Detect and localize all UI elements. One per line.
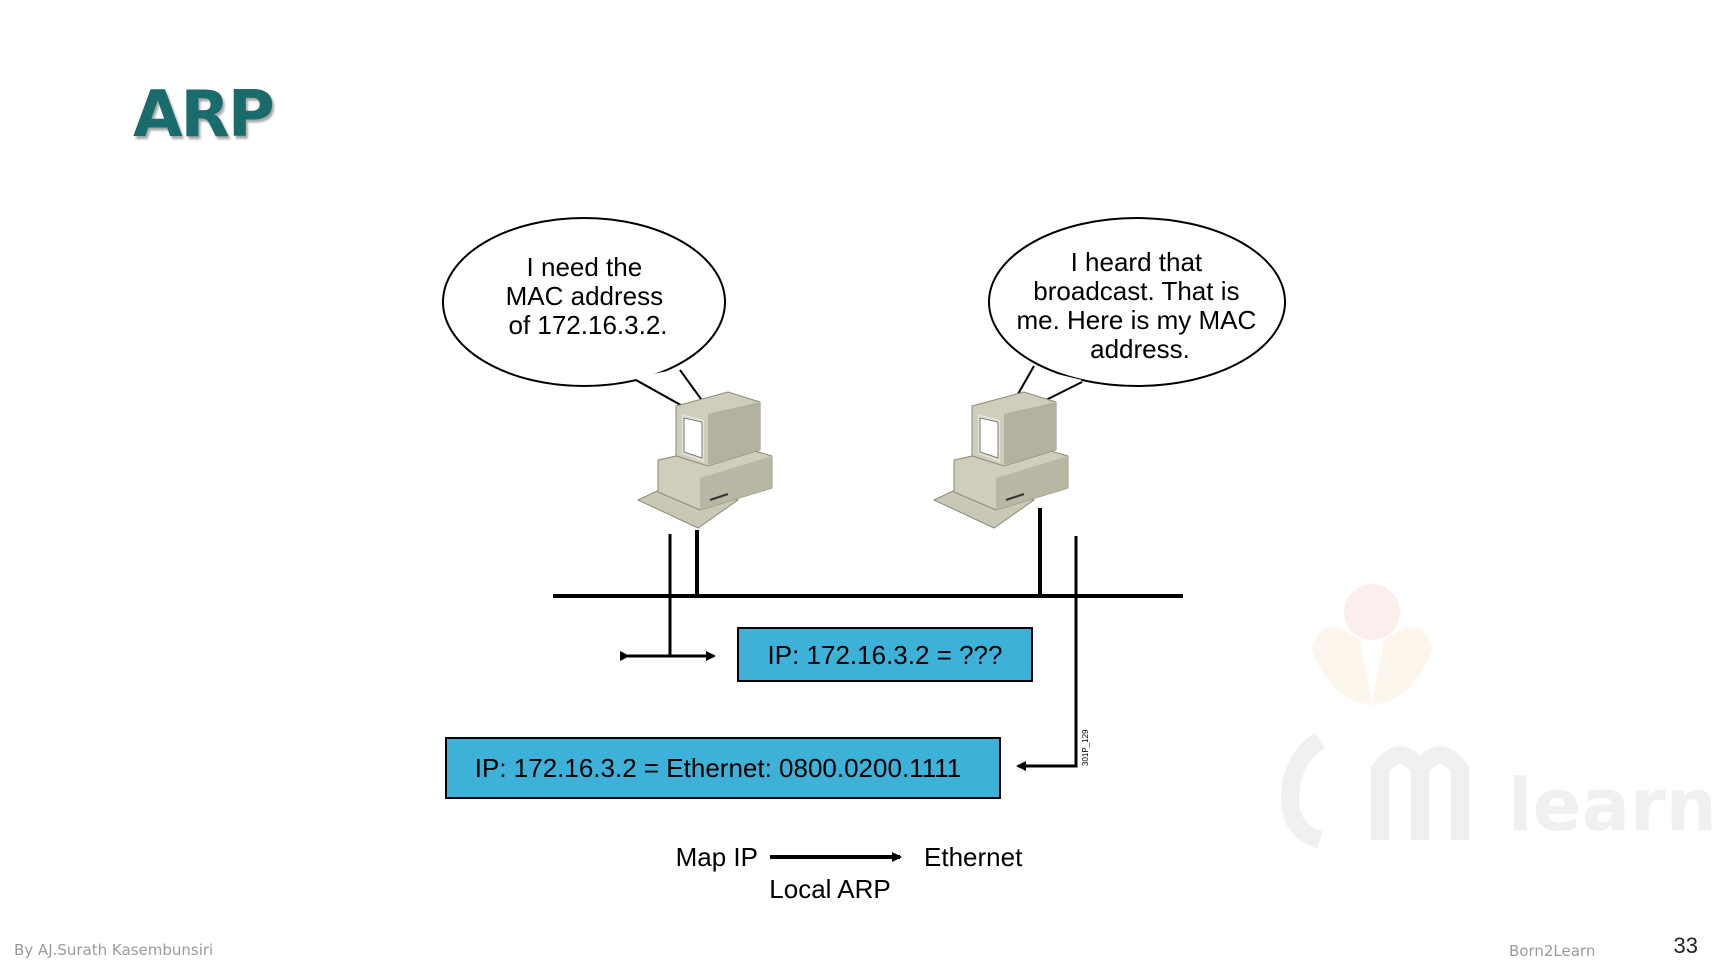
bubble-right-line-1: I heard that	[1071, 247, 1203, 277]
arp-reply-box: IP: 172.16.3.2 = Ethernet: 0800.0200.111…	[445, 737, 1001, 799]
reply-flow	[1016, 536, 1078, 771]
bubble-left-text: I need the MAC address of 172.16.3.2.	[506, 252, 671, 340]
brand-footer: Born2Learn	[1509, 942, 1596, 960]
legend-to: Ethernet	[924, 842, 1023, 872]
slide-title: ARP	[133, 78, 275, 152]
arp-reply-text: IP: 172.16.3.2 = Ethernet: 0800.0200.111…	[475, 753, 961, 783]
bubble-left-line-1: I need the	[527, 252, 643, 282]
bubble-right-line-3: me. Here is my MAC	[1016, 305, 1256, 335]
bubble-left-line-3: of 172.16.3.2.	[508, 310, 667, 340]
arp-request-text: IP: 172.16.3.2 = ???	[768, 640, 1003, 670]
bubble-right-line-2: broadcast. That is	[1033, 276, 1239, 306]
svg-text:learn: learn	[1508, 763, 1713, 847]
bubble-right-line-4: address.	[1090, 334, 1190, 364]
computer-left-icon	[636, 391, 773, 529]
legend-caption: Local ARP	[769, 874, 890, 904]
network-bus	[553, 508, 1183, 598]
arp-request-box: IP: 172.16.3.2 = ???	[737, 627, 1033, 682]
legend-from: Map IP	[676, 842, 758, 872]
speech-bubble-left: I need the MAC address of 172.16.3.2.	[442, 217, 726, 429]
figure-id: 301P_129	[1081, 729, 1090, 766]
brand-watermark: learn	[1280, 584, 1713, 849]
page-number: 33	[1673, 933, 1698, 958]
request-flow	[620, 534, 716, 661]
computer-right-icon	[932, 391, 1069, 529]
mapping-legend: Map IP Ethernet Local ARP	[676, 842, 1023, 904]
bubble-right-text: I heard that broadcast. That is me. Here…	[1016, 247, 1263, 364]
author-footer: By AJ.Surath Kasembunsiri	[14, 941, 214, 959]
speech-bubble-right: I heard that broadcast. That is me. Here…	[988, 217, 1286, 425]
reply-arrow	[1016, 536, 1078, 771]
bubble-left-line-2: MAC address	[506, 281, 664, 311]
